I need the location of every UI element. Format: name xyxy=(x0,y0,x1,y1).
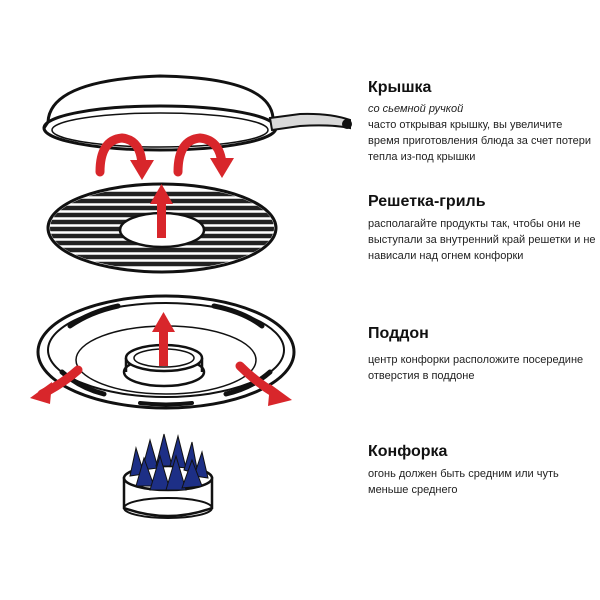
burner-title: Конфорка xyxy=(368,443,448,460)
heat-arrow-lid-left-icon xyxy=(95,133,154,180)
heat-arrow-grill-icon xyxy=(150,184,173,238)
lid-icon xyxy=(42,74,352,152)
tray-title: Поддон xyxy=(368,325,429,342)
grill-section: Решетка-гриль располагайте продукты так,… xyxy=(368,192,596,264)
heat-arrow-tray-center-icon xyxy=(152,312,175,366)
lid-subtitle: со сьемной ручкой xyxy=(368,103,464,115)
lid-description: часто открывая крышку, вы увеличите врем… xyxy=(368,119,592,163)
gas-burner-icon xyxy=(122,433,214,519)
burner-section: Конфорка огонь должен быть средним или ч… xyxy=(368,442,596,498)
heat-arrow-tray-left-icon xyxy=(30,365,83,404)
lid-section: Крышка со сьемной ручкой часто открывая … xyxy=(368,78,596,165)
grill-title: Решетка-гриль xyxy=(368,193,486,210)
heat-arrow-lid-right-icon xyxy=(173,133,234,178)
lid-title: Крышка xyxy=(368,79,432,96)
burner-description: огонь должен быть средним или чуть меньш… xyxy=(368,468,559,496)
heat-arrow-tray-right-icon xyxy=(235,361,292,406)
tray-description: центр конфорки расположите посередине от… xyxy=(368,354,584,382)
grill-description: располагайте продукты так, чтобы они не … xyxy=(368,218,596,262)
tray-section: Поддон центр конфорки расположите посере… xyxy=(368,324,596,384)
